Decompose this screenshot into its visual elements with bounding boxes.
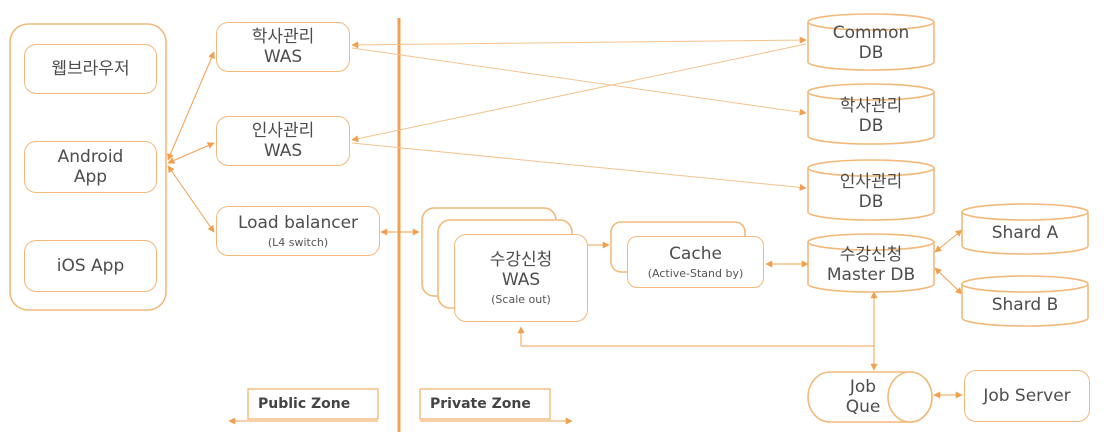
common-db-cylinder: [807, 22, 935, 71]
hr-was-name: 인사관리: [251, 120, 315, 141]
academic-db: 학사관리 DB: [808, 88, 934, 144]
academic-db-suffix: DB: [858, 116, 884, 136]
web-browser-label: 웹브라우저: [51, 58, 130, 79]
common-db-cylinder-top: [807, 13, 935, 31]
enroll-was-name: 수강신청: [489, 250, 553, 271]
master-db-cylinder-top: [807, 233, 935, 251]
shard-b-cylinder: [961, 284, 1089, 327]
load-balancer-box: Load balancer (L4 switch): [216, 206, 380, 256]
job-server-box: Job Server: [964, 370, 1090, 422]
was-db-connectors: [351, 36, 807, 191]
client-android-app: Android App: [24, 141, 157, 193]
common-db-name: Common: [832, 22, 910, 43]
shard-b-label: Shard B: [991, 294, 1059, 315]
load-balancer-subtitle: (L4 switch): [267, 235, 329, 249]
cache-box: Cache (Active-Stand by): [627, 236, 764, 288]
enroll-was-box: 수강신청 WAS (Scale out): [454, 234, 588, 322]
shard-a-cylinder-top: [961, 203, 1089, 221]
hr-db-name: 인사관리: [839, 171, 903, 192]
master-db-suffix: Master DB: [826, 265, 916, 285]
client-ios-app: iOS App: [24, 240, 157, 292]
enroll-was-note: (Scale out): [491, 292, 551, 306]
shard-a-label: Shard A: [991, 222, 1059, 243]
common-db: Common DB: [808, 18, 934, 68]
master-db: 수강신청 Master DB: [808, 238, 934, 292]
android-app-label: Android App: [57, 146, 124, 187]
public-zone-label: Public Zone: [258, 396, 351, 412]
load-balancer-title: Load balancer: [237, 213, 359, 234]
hr-db: 인사관리 DB: [808, 164, 934, 220]
client-web-browser: 웹브라우저: [24, 44, 157, 94]
shard-a-db: Shard A: [962, 212, 1088, 254]
hr-db-suffix: DB: [858, 192, 884, 212]
master-db-name: 수강신청: [839, 244, 903, 265]
academic-was-box: 학사관리 WAS: [216, 22, 350, 72]
job-queue-line1: Job: [849, 376, 877, 397]
shard-b-cylinder-top: [961, 275, 1089, 293]
cache-subtitle: (Active-Stand by): [647, 266, 744, 280]
shard-a-cylinder: [961, 212, 1089, 255]
ios-app-label: iOS App: [56, 255, 125, 276]
job-queue-shape: [807, 371, 933, 423]
master-db-cylinder: [807, 242, 935, 293]
academic-was-type: WAS: [263, 47, 303, 67]
job-server-label: Job Server: [983, 385, 1071, 406]
client-container: [9, 23, 167, 311]
enroll-was-type: WAS: [501, 270, 541, 291]
job-queue: Job Que: [818, 372, 908, 422]
client-connectors: [167, 51, 215, 233]
cache-title: Cache: [669, 244, 722, 265]
database-cylinders: [807, 13, 1089, 327]
academic-was-name: 학사관리: [251, 26, 315, 47]
zone-label-frames: [247, 388, 551, 420]
hr-db-cylinder: [807, 168, 935, 221]
hr-was-type: WAS: [263, 141, 303, 161]
shard-b-db: Shard B: [962, 284, 1088, 326]
hr-was-box: 인사관리 WAS: [216, 116, 350, 166]
academic-db-cylinder: [807, 92, 935, 145]
hr-db-cylinder-top: [807, 159, 935, 177]
private-zone-label: Private Zone: [430, 396, 531, 412]
common-db-suffix: DB: [858, 43, 884, 63]
private-connectors: [380, 228, 963, 399]
academic-db-cylinder-top: [807, 83, 935, 101]
job-queue-line2: Que: [845, 397, 881, 417]
academic-db-name: 학사관리: [839, 95, 903, 116]
